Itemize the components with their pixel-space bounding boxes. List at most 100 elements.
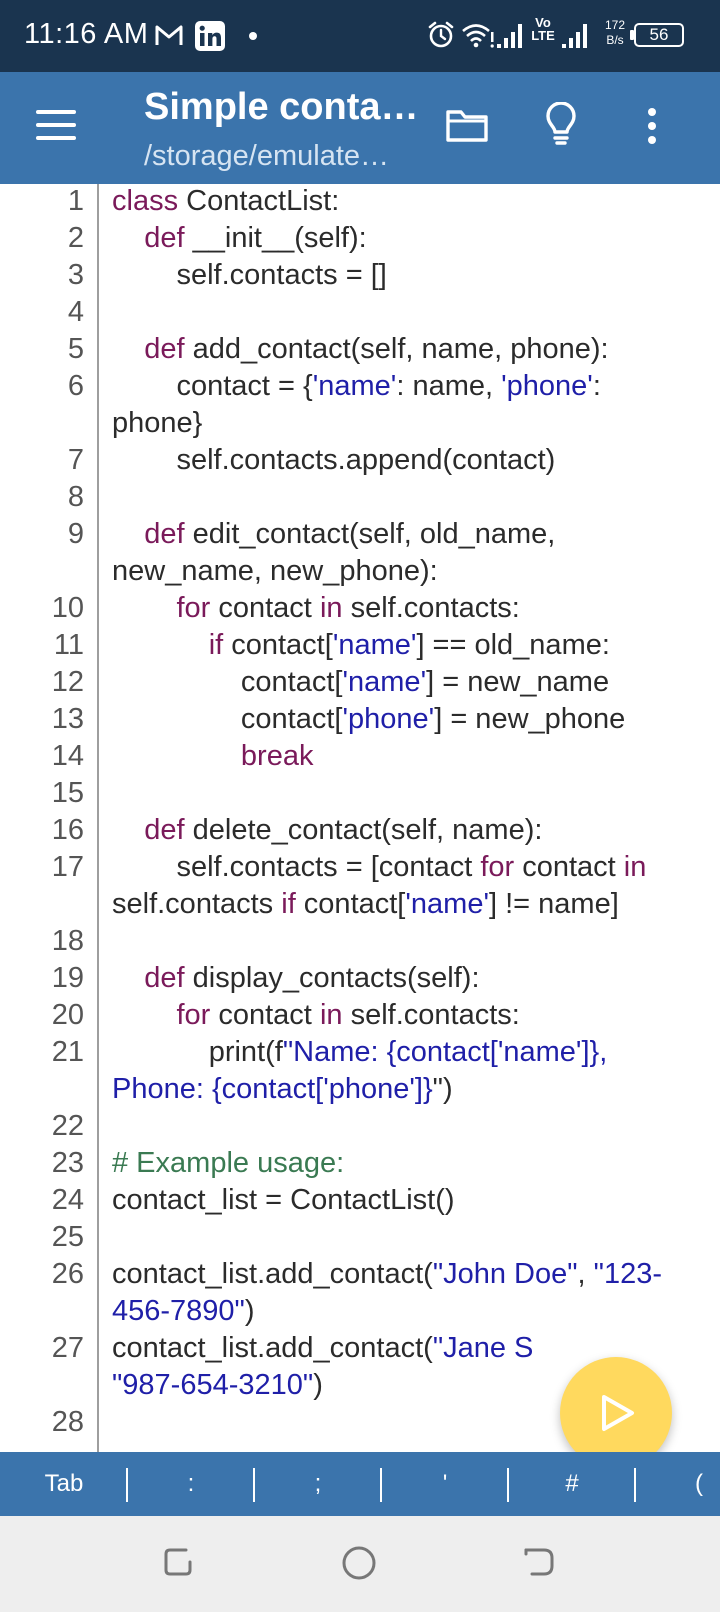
symbol-key[interactable]: ; bbox=[314, 1470, 322, 1497]
symbol-key[interactable]: ' bbox=[442, 1470, 448, 1497]
code-token bbox=[112, 740, 241, 772]
battery-tip bbox=[630, 30, 634, 40]
code-text-wrapped: new_name, new_phone): bbox=[112, 552, 712, 590]
code-token: ) bbox=[313, 1369, 323, 1401]
wifi-icon bbox=[462, 24, 494, 48]
line-number: 12 bbox=[51, 666, 84, 698]
menu-icon-bar bbox=[36, 110, 76, 114]
line-number: 22 bbox=[51, 1110, 84, 1142]
folder-icon[interactable] bbox=[446, 108, 488, 142]
status-time: 11:16 AM bbox=[24, 18, 149, 50]
code-token bbox=[112, 814, 144, 846]
code-token: ) bbox=[244, 1295, 255, 1327]
code-token: , bbox=[577, 1258, 594, 1290]
line-number: 9 bbox=[67, 518, 84, 550]
code-token bbox=[112, 592, 176, 624]
signal-icon bbox=[497, 24, 522, 48]
code-token: contact_list.add_contact( bbox=[112, 1258, 433, 1290]
line-number: 27 bbox=[51, 1332, 84, 1364]
line-number: 2 bbox=[67, 222, 84, 254]
symbol-key[interactable]: # bbox=[565, 1470, 579, 1497]
line-number: 26 bbox=[51, 1258, 84, 1290]
code-token: add_contact(self, name, phone): bbox=[184, 333, 609, 365]
symbol-key[interactable]: ( bbox=[695, 1470, 703, 1497]
lightbulb-icon[interactable] bbox=[544, 102, 578, 146]
code-token: contact[ bbox=[295, 888, 406, 920]
code-token: self.contacts: bbox=[342, 999, 520, 1031]
code-token: contact = { bbox=[112, 370, 313, 402]
code-token: self.contacts.append(contact) bbox=[112, 444, 556, 476]
line-number: 6 bbox=[67, 370, 84, 402]
signal-icon bbox=[562, 24, 587, 48]
line-number: 15 bbox=[51, 777, 84, 809]
code-token: contact[ bbox=[112, 666, 343, 698]
code-text: break bbox=[112, 737, 712, 775]
line-number: 23 bbox=[51, 1147, 84, 1179]
code-text: contact['phone'] = new_phone bbox=[112, 700, 712, 738]
code-string: 456-7890" bbox=[112, 1295, 245, 1327]
code-string: "Jane S bbox=[432, 1332, 534, 1364]
code-text: contact_list = ContactList() bbox=[112, 1181, 712, 1219]
network-speed-unit: B/s bbox=[606, 33, 624, 47]
back-icon[interactable] bbox=[522, 1544, 556, 1580]
code-token: edit_contact(self, old_name, bbox=[184, 518, 556, 550]
play-icon bbox=[602, 1395, 634, 1431]
code-token: self.contacts = [] bbox=[112, 259, 387, 291]
code-keyword: in bbox=[319, 592, 343, 624]
line-number: 14 bbox=[51, 740, 84, 772]
code-text: contact_list.add_contact("Jane S bbox=[112, 1329, 712, 1367]
line-number: 4 bbox=[67, 296, 84, 328]
run-button[interactable] bbox=[560, 1357, 672, 1469]
recent-apps-icon[interactable] bbox=[162, 1544, 194, 1580]
line-number: 17 bbox=[51, 851, 84, 883]
code-text: def add_contact(self, name, phone): bbox=[112, 330, 712, 368]
code-keyword: for bbox=[176, 999, 211, 1031]
network-speed: 172 B/s bbox=[600, 18, 630, 48]
code-text: contact_list.add_contact("John Doe", "12… bbox=[112, 1255, 712, 1293]
code-keyword: def bbox=[144, 962, 185, 994]
line-number: 28 bbox=[51, 1406, 84, 1438]
symbol-key[interactable]: Tab bbox=[44, 1470, 84, 1497]
symbol-separator bbox=[507, 1468, 509, 1502]
code-text: contact['name'] = new_name bbox=[112, 663, 712, 701]
code-text: for contact in self.contacts: bbox=[112, 589, 712, 627]
symbol-key[interactable]: : bbox=[187, 1470, 195, 1497]
code-token: contact_list.add_contact( bbox=[112, 1332, 433, 1364]
code-token: ] != name] bbox=[489, 888, 619, 920]
code-string: "123- bbox=[593, 1258, 663, 1290]
code-comment: # Example usage: bbox=[112, 1147, 345, 1179]
symbol-separator bbox=[253, 1468, 255, 1502]
code-keyword: if bbox=[208, 629, 224, 661]
home-icon[interactable] bbox=[340, 1544, 378, 1582]
code-text: def delete_contact(self, name): bbox=[112, 811, 712, 849]
volte-text: Vo LTE bbox=[531, 15, 555, 43]
code-text: # Example usage: bbox=[112, 1144, 712, 1182]
line-number: 20 bbox=[51, 999, 84, 1031]
code-token: ContactList: bbox=[178, 185, 340, 217]
code-token bbox=[112, 333, 144, 365]
code-token: contact bbox=[514, 851, 624, 883]
code-string: "Name: {contact['name']}, bbox=[282, 1036, 608, 1068]
symbol-bar: Tab:; ' # ( bbox=[0, 1452, 720, 1516]
code-string: 'name' bbox=[342, 666, 427, 698]
code-editor[interactable]: 1 class ContactList: 2 def __init__(self):… bbox=[0, 184, 720, 1452]
symbol-separator bbox=[380, 1468, 382, 1502]
code-text: for contact in self.contacts: bbox=[112, 996, 712, 1034]
code-token: __init__(self): bbox=[184, 222, 367, 254]
code-string: Phone: {contact['phone']} bbox=[112, 1073, 433, 1105]
code-token: phone} bbox=[112, 407, 203, 439]
code-token: new_name, new_phone): bbox=[112, 555, 438, 587]
alarm-icon bbox=[428, 21, 454, 48]
code-keyword: class bbox=[112, 185, 179, 217]
code-token: display_contacts(self): bbox=[184, 962, 480, 994]
line-number: 1 bbox=[67, 185, 84, 217]
line-number: 25 bbox=[51, 1221, 84, 1253]
code-keyword: def bbox=[144, 333, 185, 365]
code-token: contact bbox=[210, 592, 320, 624]
menu-button[interactable] bbox=[36, 110, 76, 144]
code-token: print(f bbox=[112, 1036, 283, 1068]
code-text: def __init__(self): bbox=[112, 219, 712, 257]
code-token: ] == old_name: bbox=[416, 629, 610, 661]
code-token bbox=[112, 518, 144, 550]
more-vert-icon[interactable] bbox=[645, 106, 659, 146]
